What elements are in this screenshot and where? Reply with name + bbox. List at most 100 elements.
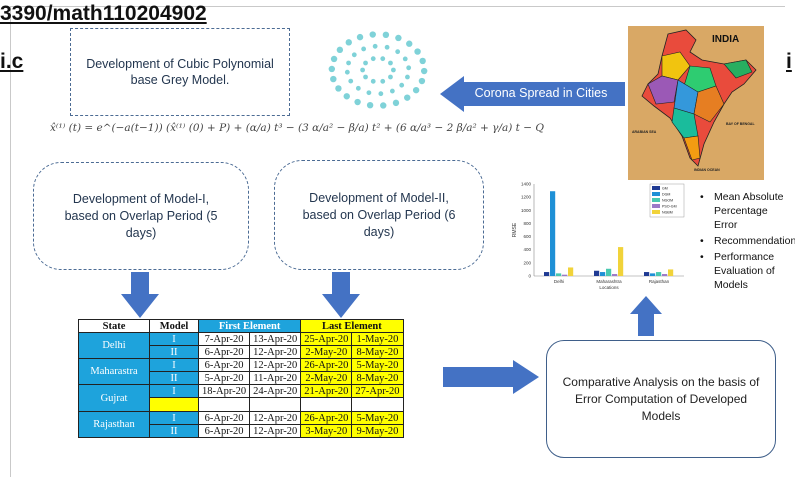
virus-particle xyxy=(345,39,352,46)
virus-particle xyxy=(330,55,338,63)
virus-particle xyxy=(366,90,372,96)
bar xyxy=(594,270,600,276)
virus-particle xyxy=(366,101,374,109)
first-element-end: 12-Apr-20 xyxy=(249,345,302,359)
doi-text-fragment-right[interactable]: i xyxy=(786,50,792,73)
virus-particle xyxy=(382,31,390,39)
model-1-box: Development of Model-I, based on Overlap… xyxy=(33,162,249,270)
first-element-start: 18-Apr-20 xyxy=(197,384,251,398)
header-state: State xyxy=(78,319,150,333)
first-element-end: 12-Apr-20 xyxy=(249,358,302,372)
bar xyxy=(656,272,662,276)
x-tick-label: Rajasthan xyxy=(649,279,670,284)
virus-particle xyxy=(418,77,426,85)
cubic-model-label: Development of Cubic Polynomial base Gre… xyxy=(86,57,274,87)
first-element-end: 13-Apr-20 xyxy=(249,332,302,346)
y-tick-label: 0 xyxy=(528,274,531,279)
list-item: •Performance Evaluation of Models xyxy=(700,250,790,292)
bar xyxy=(650,273,656,276)
model-cell: I xyxy=(149,358,199,372)
y-tick-label: 400 xyxy=(523,247,531,252)
bar xyxy=(612,274,618,276)
last-element-end: 8-May-20 xyxy=(351,371,404,385)
map-caption-sea: ARABIAN SEA xyxy=(632,130,657,134)
legend-swatch xyxy=(652,186,660,190)
bullet-mape: Mean Absolute Percentage Error xyxy=(714,191,784,231)
virus-particle xyxy=(363,74,368,80)
bar xyxy=(544,272,550,276)
virus-particle xyxy=(389,88,395,94)
bar xyxy=(662,274,668,276)
first-element-start: 5-Apr-20 xyxy=(197,371,251,385)
doi-text[interactable]: 3390/math110204902 xyxy=(0,2,207,25)
bar xyxy=(618,247,624,276)
model-2-box: Development of Model-II, based on Overla… xyxy=(274,160,484,270)
down-arrow-model-2 xyxy=(322,272,360,318)
virus-particle xyxy=(395,49,401,55)
y-tick-label: 800 xyxy=(523,221,531,226)
virus-particle xyxy=(392,99,400,107)
virus-particle xyxy=(391,67,396,73)
first-element-start: 6-Apr-20 xyxy=(197,411,251,425)
last-element-start: 26-Apr-20 xyxy=(300,411,353,425)
virus-particle xyxy=(361,46,367,52)
legend-swatch xyxy=(652,210,660,214)
virus-particle xyxy=(354,98,361,106)
table-row: II 6-Apr-20 12-Apr-20 2-May-20 8-May-20 xyxy=(79,345,404,359)
legend-label: GM xyxy=(662,187,668,191)
virus-particle xyxy=(372,43,378,49)
header-first-element: First Element xyxy=(197,319,302,333)
last-element-end: 1-May-20 xyxy=(351,332,404,346)
state-cell: Delhi xyxy=(78,332,150,359)
map-title: INDIA xyxy=(712,34,740,45)
first-element-start: 6-Apr-20 xyxy=(197,345,251,359)
last-element-end: 27-Apr-20 xyxy=(351,384,404,398)
virus-particle xyxy=(344,69,350,75)
model-cell: II xyxy=(149,371,199,385)
legend-swatch xyxy=(652,198,660,202)
right-arrow xyxy=(443,360,539,394)
bar xyxy=(568,267,574,276)
corona-spread-label: Corona Spread in Cities xyxy=(474,86,608,100)
bar xyxy=(668,269,674,276)
virus-particle xyxy=(414,48,421,55)
empty-model-cell xyxy=(149,397,199,412)
virus-particle xyxy=(356,33,364,41)
table-row: Delhi I 7-Apr-20 13-Apr-20 25-Apr-20 1-M… xyxy=(78,332,404,359)
last-element-end: 9-May-20 xyxy=(351,424,404,438)
virus-particle xyxy=(388,74,393,80)
virus-particle xyxy=(330,75,337,83)
table-row: Maharastra I 6-Apr-20 12-Apr-20 26-Apr-2… xyxy=(78,358,404,385)
list-item: •Mean Absolute Percentage Error xyxy=(700,190,790,232)
x-tick-label: Maharashtra xyxy=(596,279,622,284)
empty-cell xyxy=(197,397,251,412)
state-cell: Gujrat xyxy=(78,384,150,412)
last-element-start: 2-May-20 xyxy=(300,371,353,385)
bullet-recommendations: Recommendations xyxy=(714,235,795,247)
virus-particle xyxy=(336,46,344,54)
model-cell: II xyxy=(149,424,199,438)
y-tick-label: 1400 xyxy=(521,182,532,187)
y-axis-label: RMSE xyxy=(512,222,518,237)
down-arrow-model-1 xyxy=(121,272,159,318)
virus-particle xyxy=(380,56,386,62)
virus-illustration xyxy=(328,31,428,109)
findings-list: •Mean Absolute Percentage Error •Recomme… xyxy=(700,190,795,292)
model-cell: I xyxy=(149,384,199,398)
bar xyxy=(556,273,562,276)
virus-particle xyxy=(328,65,336,73)
model-cell: I xyxy=(149,411,199,425)
virus-particle xyxy=(419,57,426,65)
up-arrow xyxy=(630,296,662,336)
virus-particle xyxy=(384,44,390,50)
table-row: Gujrat I 18-Apr-20 24-Apr-20 21-Apr-20 2… xyxy=(78,384,404,412)
virus-particle xyxy=(395,34,402,42)
last-element-start: 25-Apr-20 xyxy=(300,332,353,346)
bar xyxy=(600,272,606,276)
x-tick-label: Delhi xyxy=(554,279,564,284)
map-caption-bay: BAY OF BENGAL xyxy=(726,122,755,126)
virus-particle xyxy=(380,102,387,109)
doi-text-fragment[interactable]: i.c xyxy=(0,50,24,73)
bar xyxy=(606,268,612,276)
